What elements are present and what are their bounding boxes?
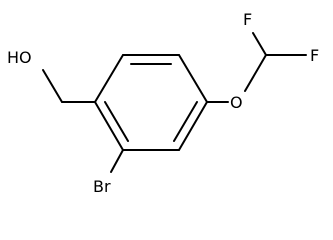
ether-oxygen-label: O [230,93,243,112]
ring-bond-c5-c6 [94,101,124,151]
chemical-structure-diagram: HO Br O F F [7,10,319,196]
ring-bond-c3-c4 [178,101,208,151]
fluorine-right-label: F [310,46,319,65]
bromine-label: Br [93,177,111,196]
ring-bond-c6-c1 [94,54,124,103]
bond-chf2-to-f-top [252,32,267,56]
bond-o-to-chf2 [244,54,267,92]
bond-ring-to-br [110,149,124,173]
fluorine-top-label: F [243,10,252,29]
ring-double-bond-lower-right [173,101,198,142]
hydroxyl-label: HO [7,48,32,67]
bond-ch2-to-oh [42,69,63,103]
ring-bond-c2-c3 [178,54,208,103]
ring-double-bond-left [104,101,129,142]
